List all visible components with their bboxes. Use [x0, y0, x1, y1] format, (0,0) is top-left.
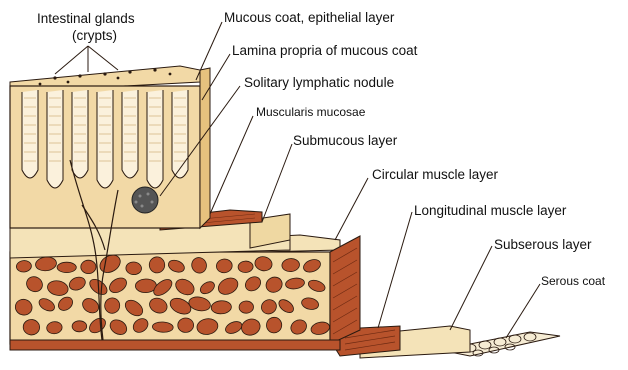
muscle-bundle — [239, 301, 254, 314]
label-intestinal-glands: Intestinal glands — [37, 12, 135, 26]
muscle-bundle — [81, 260, 96, 274]
solitary-lymphatic-nodule — [132, 187, 158, 213]
label-submucous-layer: Submucous layer — [293, 134, 397, 148]
muscle-bundle — [57, 262, 76, 272]
muscle-bundle — [72, 321, 87, 332]
crypt — [97, 90, 113, 188]
label-serous-coat: Serous coat — [541, 275, 605, 287]
label-mucous-coat-epithelial: Mucous coat, epithelial layer — [224, 11, 394, 25]
crypt — [47, 90, 63, 188]
label-longitudinal-muscle: Longitudinal muscle layer — [414, 204, 566, 218]
label-intestinal-glands-crypts: (crypts) — [72, 29, 117, 43]
intestinal-crypts — [22, 90, 188, 188]
crypt — [147, 90, 163, 188]
label-lamina-propria: Lamina propria of mucous coat — [232, 44, 417, 58]
label-subserous-layer: Subserous layer — [494, 238, 592, 252]
muscle-bundle — [178, 318, 194, 333]
label-circular-muscle: Circular muscle layer — [372, 168, 498, 182]
label-solitary-nodule: Solitary lymphatic nodule — [244, 76, 394, 90]
label-muscularis-mucosae: Muscularis mucosae — [256, 106, 365, 118]
